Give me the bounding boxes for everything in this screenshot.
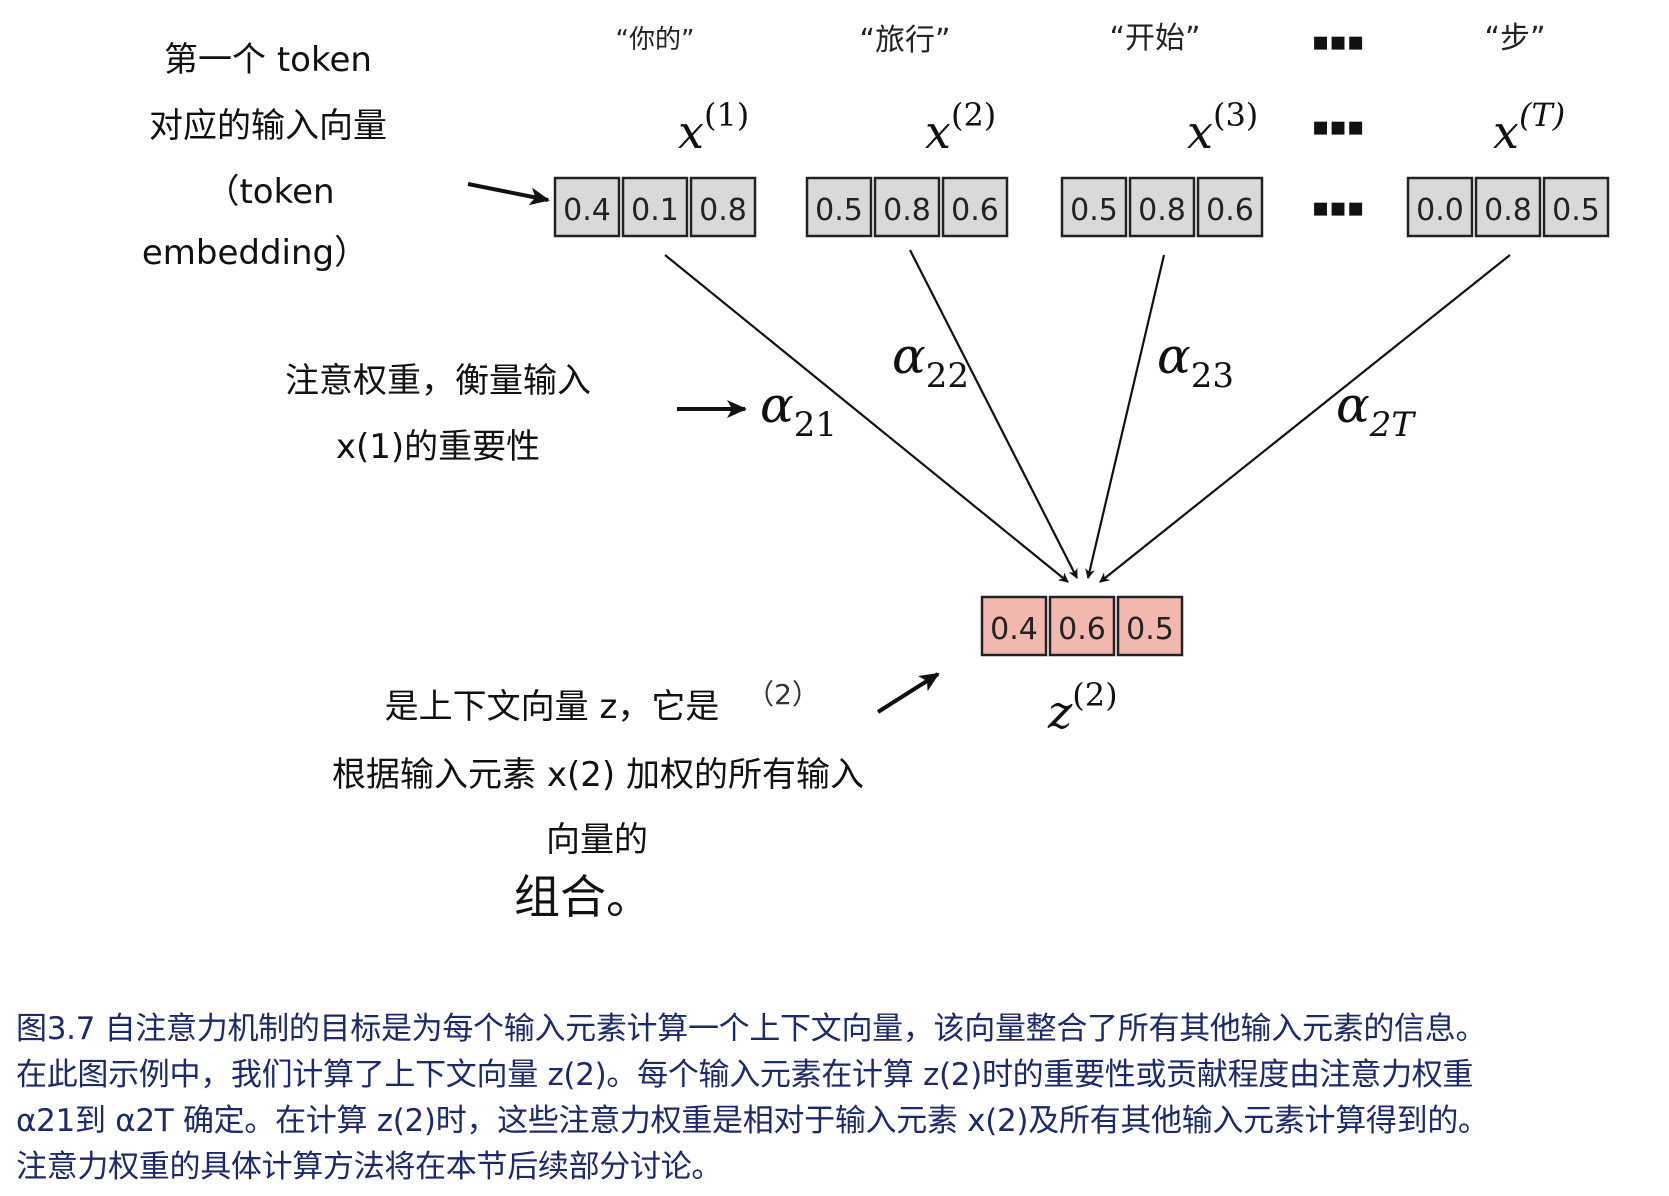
context-vector: 0.4 0.6 0.5 xyxy=(980,595,1184,657)
vector-cell-value: 0.5 xyxy=(1552,193,1600,228)
input-label-2: x(2) xyxy=(925,96,996,159)
vector-cell-value: 0.1 xyxy=(631,193,679,228)
context-cell-value: 0.5 xyxy=(1126,612,1174,647)
annotation-line: 注意权重，衡量输入 xyxy=(285,361,591,401)
annotation-superscript: （2） xyxy=(746,678,820,711)
vector-cell xyxy=(621,176,689,238)
weight-label-22: α22 xyxy=(892,327,969,396)
token-word-1: “你的” xyxy=(616,25,695,55)
annotation-line: （token xyxy=(205,172,334,212)
vector-cell-value: 0.0 xyxy=(1416,193,1464,228)
annotation-line: embedding） xyxy=(142,233,368,273)
annotation-line: 是上下文向量 z，它是 xyxy=(385,687,720,727)
vector-cell xyxy=(805,176,873,238)
vector-cell xyxy=(1474,176,1542,238)
embedding-annotation: 第一个 token 对应的输入向量 （token embedding） xyxy=(142,40,387,273)
weight-annotation: 注意权重，衡量输入 x(1)的重要性 xyxy=(285,361,591,467)
caption-line: 注意力权重的具体计算方法将在本节后续部分讨论。 xyxy=(16,1149,723,1185)
vector-cell xyxy=(1542,176,1610,238)
attention-arrow-t xyxy=(1099,254,1511,583)
token-word-t: “步” xyxy=(1484,21,1545,56)
input-vector-3: 0.5 0.8 0.6 xyxy=(1060,176,1264,238)
vector-cell-value: 0.5 xyxy=(815,193,863,228)
weight-label-2t: α2T xyxy=(1336,376,1416,445)
self-attention-diagram: “你的” “旅行” “开始” ▪▪▪ “步” x(1) x(2) x(3) ▪▪… xyxy=(142,21,1610,924)
vector-cell-value: 0.6 xyxy=(951,193,999,228)
ellipsis-words: ▪▪▪ xyxy=(1312,27,1365,57)
embedding-pointer-arrow xyxy=(467,182,550,206)
caption-line: 图3.7 自注意力机制的目标是为每个输入元素计算一个上下文向量，该向量整合了所有… xyxy=(16,1011,1487,1047)
context-cell xyxy=(1048,595,1116,657)
context-cell-value: 0.6 xyxy=(1058,612,1106,647)
context-cell xyxy=(980,595,1048,657)
context-pointer-arrow xyxy=(876,672,940,714)
vector-cell xyxy=(1060,176,1128,238)
weight-label-21: α21 xyxy=(760,376,837,445)
vector-cell xyxy=(873,176,941,238)
input-vector-t: 0.0 0.8 0.5 xyxy=(1406,176,1610,238)
attention-arrow-3 xyxy=(1085,254,1166,579)
context-annotation: 是上下文向量 z，它是 （2） 根据输入元素 x(2) 加权的所有输入 向量的 … xyxy=(332,678,864,924)
annotation-line: 向量的 xyxy=(546,820,648,860)
ellipsis-labels: ▪▪▪ xyxy=(1312,112,1365,142)
vector-cell xyxy=(941,176,1009,238)
figure-caption: 图3.7 自注意力机制的目标是为每个输入元素计算一个上下文向量，该向量整合了所有… xyxy=(16,1006,1656,1190)
input-label-1: x(1) xyxy=(678,96,749,159)
vector-cell-value: 0.8 xyxy=(1484,193,1532,228)
attention-arrow-2 xyxy=(909,249,1078,579)
annotation-line: 组合。 xyxy=(514,870,652,924)
input-label-3: x(3) xyxy=(1187,96,1258,159)
annotation-line: 第一个 token xyxy=(164,40,372,80)
vector-cell xyxy=(1128,176,1196,238)
input-vector-1: 0.4 0.1 0.8 xyxy=(553,176,757,238)
annotation-line: 对应的输入向量 xyxy=(149,106,387,146)
vector-cell-value: 0.8 xyxy=(1138,193,1186,228)
vector-cell-value: 0.5 xyxy=(1070,193,1118,228)
annotation-line: 根据输入元素 x(2) 加权的所有输入 xyxy=(332,755,864,795)
annotation-line: x(1)的重要性 xyxy=(336,427,540,467)
context-label: z(2) xyxy=(1047,676,1118,739)
vector-cell xyxy=(689,176,757,238)
vector-cell-value: 0.8 xyxy=(883,193,931,228)
context-cell xyxy=(1116,595,1184,657)
vector-cell-value: 0.4 xyxy=(563,193,611,228)
vector-cell-value: 0.6 xyxy=(1206,193,1254,228)
vector-cell-value: 0.8 xyxy=(699,193,747,228)
vector-cell xyxy=(1196,176,1264,238)
context-cell-value: 0.4 xyxy=(990,612,1038,647)
caption-line: 在此图示例中，我们计算了上下文向量 z(2)。每个输入元素在计算 z(2)时的重… xyxy=(16,1057,1474,1093)
vector-cell xyxy=(1406,176,1474,238)
input-label-t: x(T) xyxy=(1493,96,1565,159)
input-vector-2: 0.5 0.8 0.6 xyxy=(805,176,1009,238)
attention-arrow-1 xyxy=(664,254,1069,583)
caption-line: α21到 α2T 确定。在计算 z(2)时，这些注意力权重是相对于输入元素 x(… xyxy=(16,1103,1489,1139)
ellipsis-vectors: ▪▪▪ xyxy=(1312,193,1365,223)
weight-label-23: α23 xyxy=(1157,327,1234,396)
token-word-3: “开始” xyxy=(1109,21,1200,56)
token-word-2: “旅行” xyxy=(859,23,950,58)
vector-cell xyxy=(553,176,621,238)
